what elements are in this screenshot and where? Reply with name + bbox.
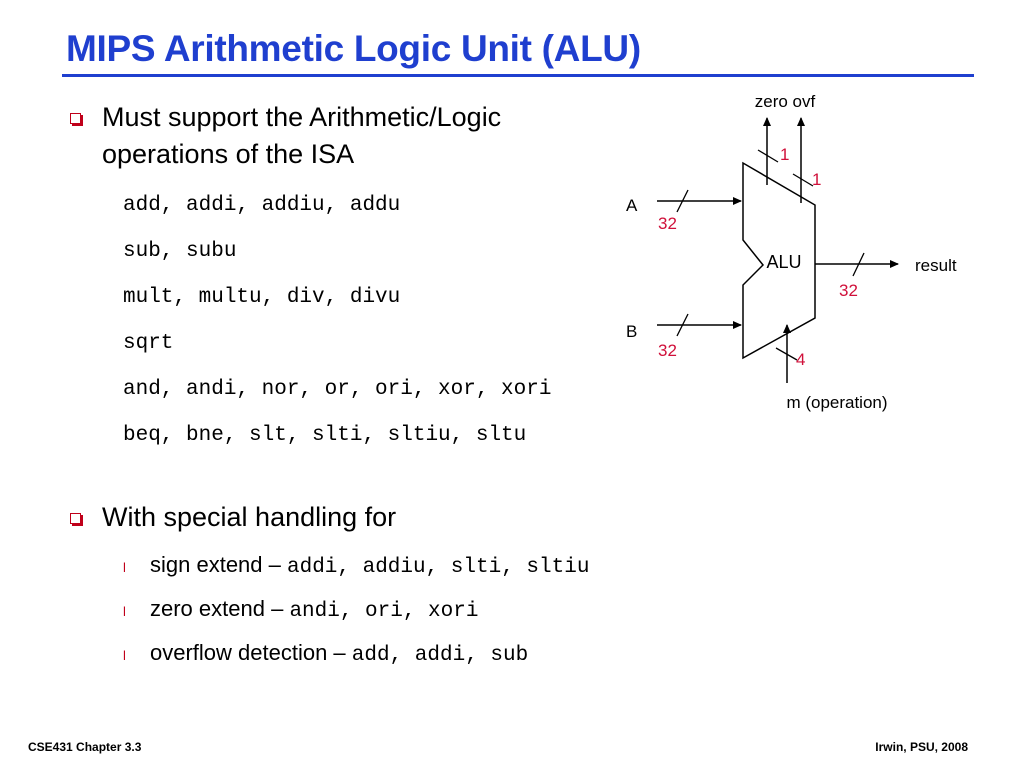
instruction-group-add: add, addi, addiu, addu [123,194,401,217]
overflow-detection-item: overflow detection – add, addi, sub [150,640,528,667]
operation-width: 4 [796,350,805,369]
bullet-2-box-icon [70,513,81,524]
input-b-label: B [626,322,637,341]
instruction-group-logic: and, andi, nor, or, ori, xor, xori [123,378,552,401]
zero-extend-item: zero extend – andi, ori, xori [150,596,478,623]
zero-width-tick [757,149,779,163]
sub-bullet-2-icon: l [123,604,126,619]
input-b-width-tick [676,313,689,337]
zero-ovf-label: zero ovf [755,92,816,111]
operation-label: m (operation) [786,393,887,412]
overflow-detection-label: overflow detection – [150,640,352,665]
result-width-tick [852,252,865,277]
footer-course: CSE431 Chapter 3.3 [28,740,142,754]
bullet-1-box-icon [70,113,81,124]
sub-bullet-3-icon: l [123,648,126,663]
alu-body [742,161,816,360]
instruction-group-mult: mult, multu, div, divu [123,286,401,309]
result-label: result [915,256,957,275]
ovf-width-tick [792,173,814,187]
input-a-width-tick [676,189,689,213]
instruction-group-sub: sub, subu [123,240,237,263]
instruction-group-branch: beq, bne, slt, slti, sltiu, sltu [123,424,527,447]
overflow-detection-instrs: add, addi, sub [351,644,529,667]
sub-bullet-1-icon: l [123,560,126,575]
sign-extend-instrs: addi, addiu, slti, sltiu [286,556,590,579]
alu-label: ALU [766,252,801,272]
zero-width: 1 [780,145,789,164]
zero-extend-instrs: andi, ori, xori [289,600,479,623]
zero-extend-label: zero extend – [150,596,290,621]
input-a-label: A [626,196,638,215]
bullet-1-line-1: Must support the Arithmetic/Logic [102,102,502,132]
ovf-width: 1 [812,170,821,189]
result-width: 32 [839,281,858,300]
input-a-width: 32 [658,214,677,233]
instruction-group-sqrt: sqrt [123,332,174,355]
sign-extend-label: sign extend – [150,552,287,577]
input-b-width: 32 [658,341,677,360]
title-underline [62,74,974,77]
sign-extend-item: sign extend – addi, addiu, slti, sltiu [150,552,589,579]
bullet-2-text: With special handling for [102,502,397,532]
slide-title: MIPS Arithmetic Logic Unit (ALU) [66,28,641,69]
operation-width-tick [775,347,798,361]
footer-credit: Irwin, PSU, 2008 [875,740,968,754]
bullet-1-line-2: operations of the ISA [102,139,355,169]
